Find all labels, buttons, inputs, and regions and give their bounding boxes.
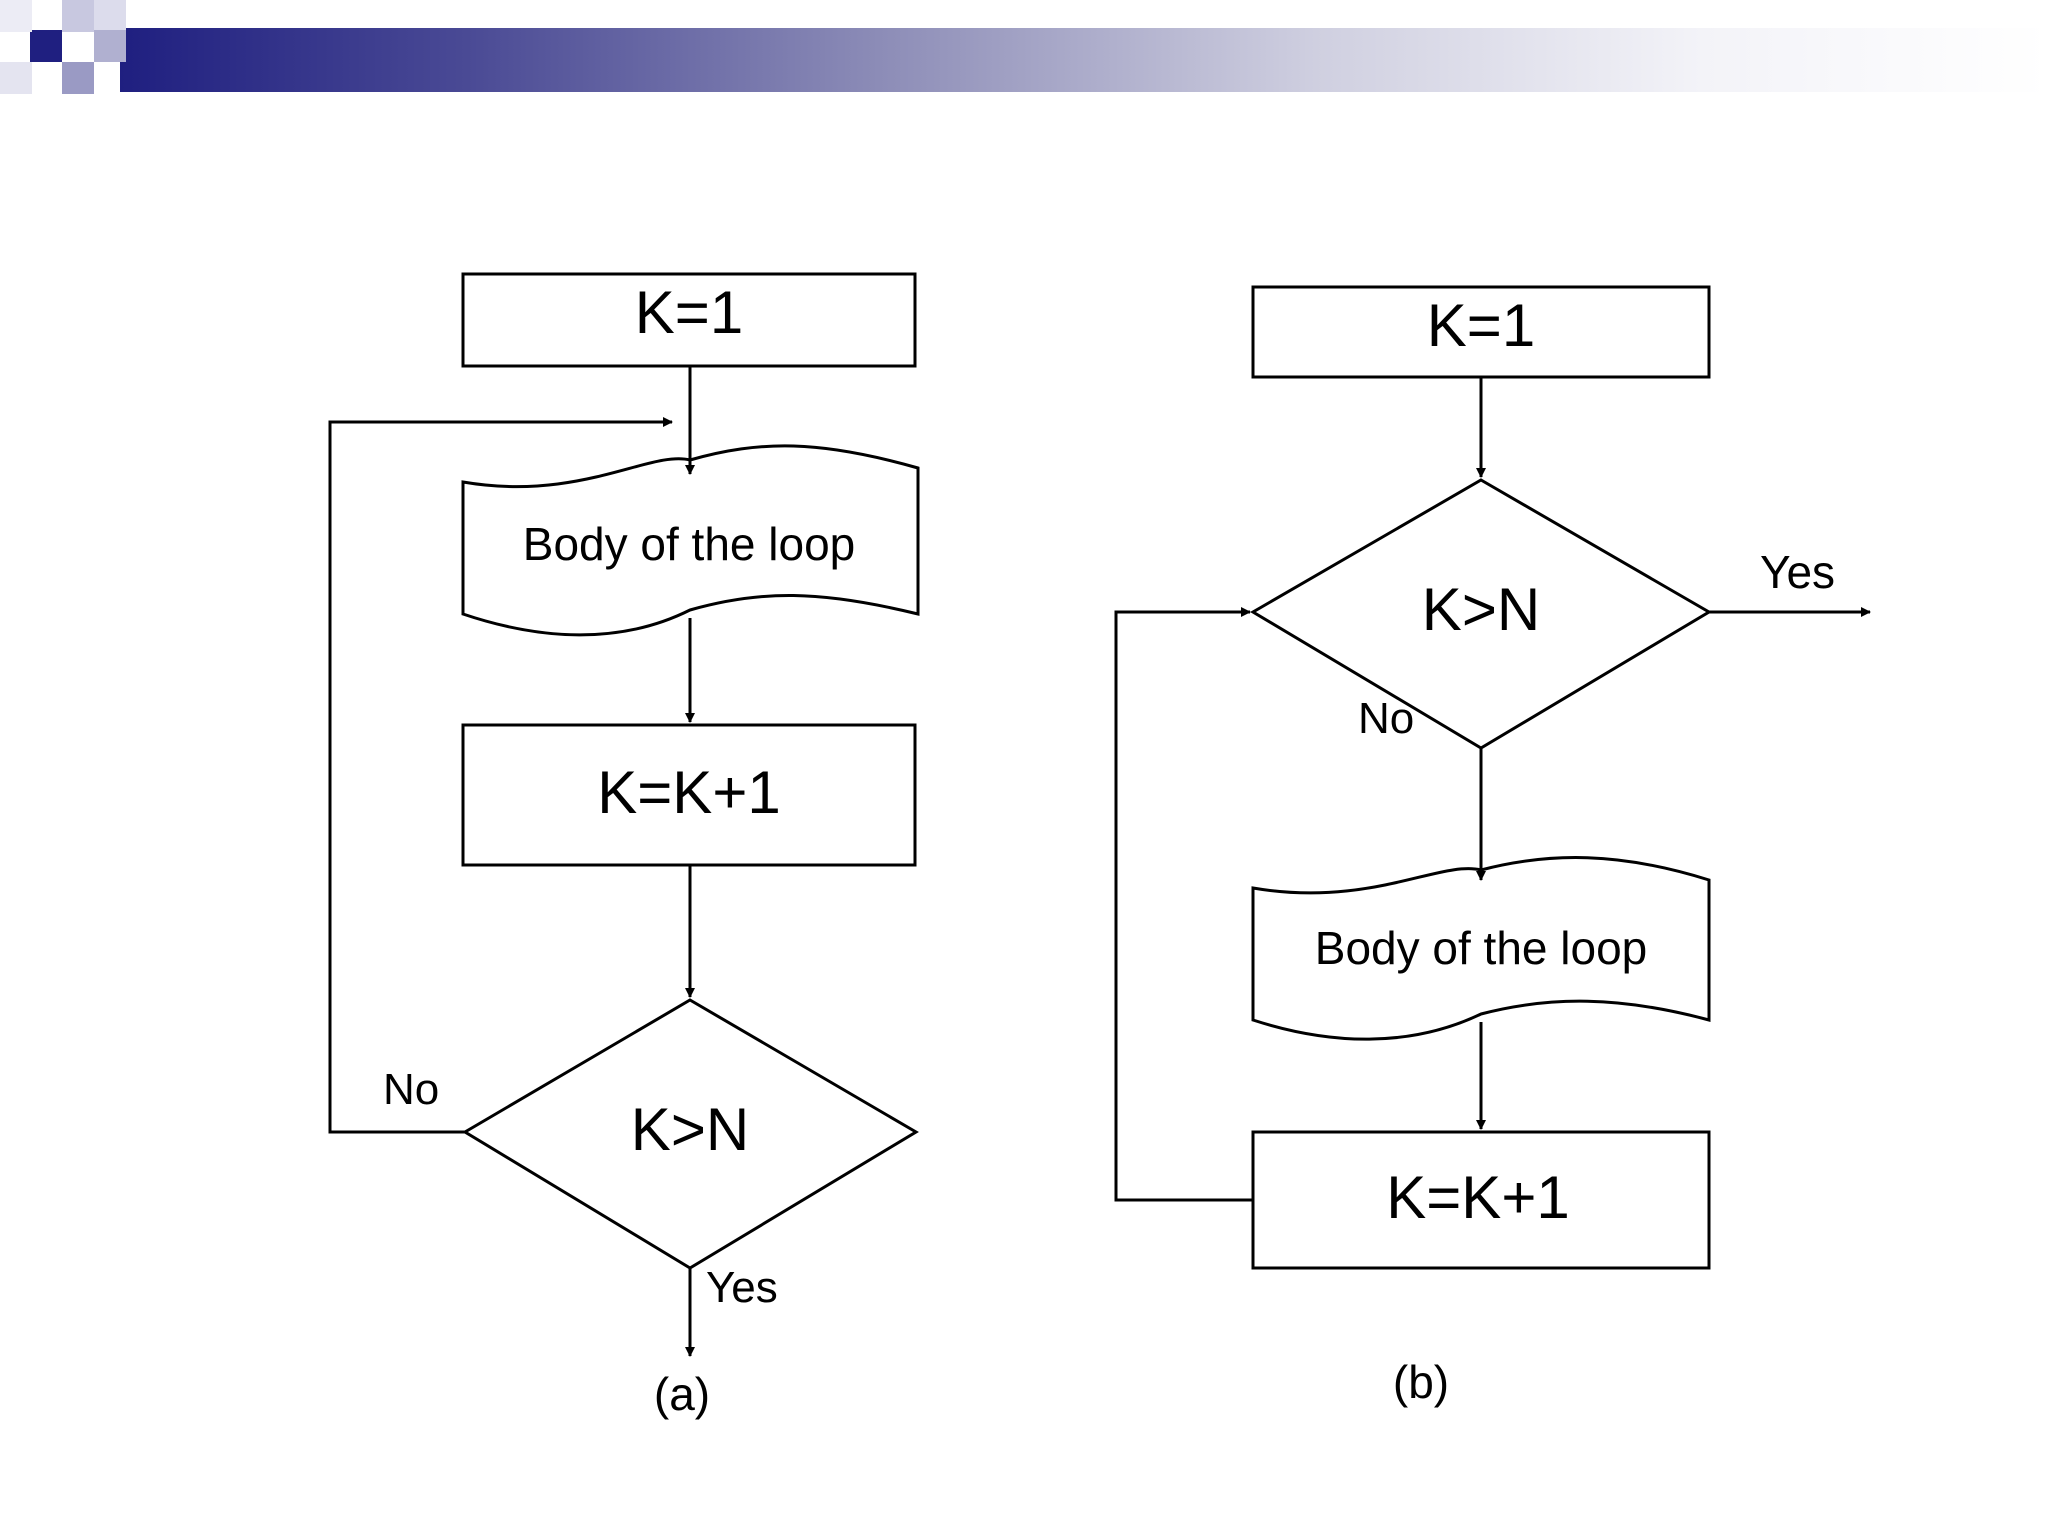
header-square-light <box>0 62 32 94</box>
header-square-dark <box>30 30 62 62</box>
init-label-b: K=1 <box>1427 292 1535 359</box>
yes-label-a: Yes <box>706 1263 778 1312</box>
init-label-a: K=1 <box>635 279 743 346</box>
increment-box-a <box>461 723 917 867</box>
body-shape-a <box>461 444 920 637</box>
header-gradient-bar <box>120 28 2048 92</box>
increment-label-b: K=K+1 <box>1386 1164 1570 1231</box>
caption-a: (a) <box>654 1368 710 1420</box>
decision-label-b: K>N <box>1422 576 1540 643</box>
yes-label-b: Yes <box>1760 546 1835 598</box>
init-box-b <box>1251 285 1711 379</box>
caption-b: (b) <box>1393 1356 1449 1408</box>
no-loop-back-line-a <box>328 417 673 1134</box>
header-square-light <box>94 30 126 62</box>
header-square-light <box>62 0 94 32</box>
body-label-b: Body of the loop <box>1315 922 1647 974</box>
header-square-light <box>94 0 126 32</box>
flowchart-b: K=1 K>N Body of the loop K=K+1 Yes No (b… <box>1114 285 1871 1408</box>
increment-box-b <box>1251 1130 1711 1270</box>
init-box-a <box>461 272 917 368</box>
no-label-a: No <box>383 1065 439 1114</box>
flowchart-a: K=1 Body of the loop K=K+1 K>N No Yes (a… <box>328 272 920 1420</box>
body-label-a: Body of the loop <box>523 518 855 570</box>
header-square-light <box>0 0 32 32</box>
decision-label-a: K>N <box>631 1096 749 1163</box>
header-square-light <box>62 62 94 94</box>
loop-back-line-b <box>1114 607 1253 1202</box>
slide-header-banner <box>0 0 2048 130</box>
increment-label-a: K=K+1 <box>597 759 781 826</box>
body-shape-b <box>1251 856 1711 1041</box>
no-label-b: No <box>1358 694 1414 743</box>
